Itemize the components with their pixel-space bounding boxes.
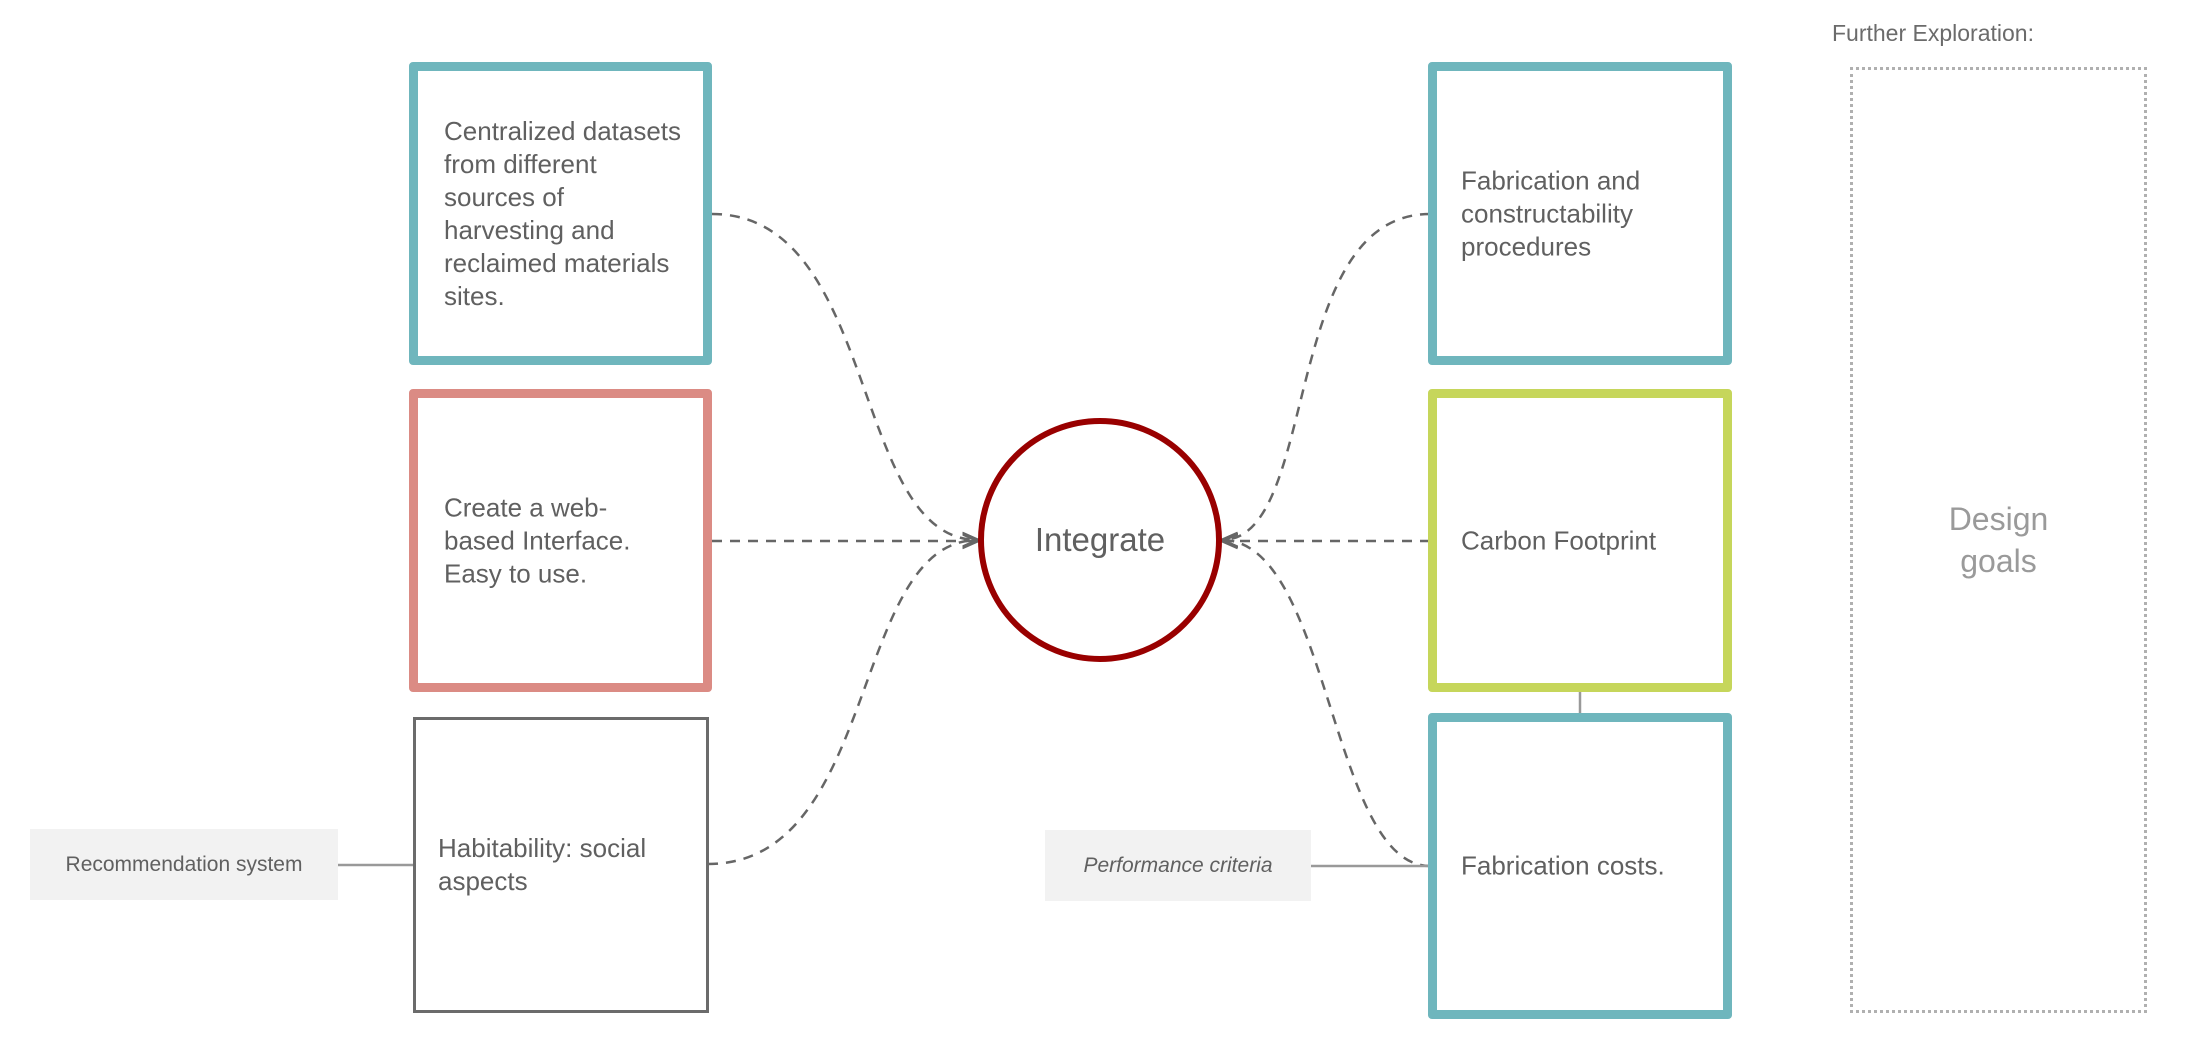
node-web-interface-text: Create a web-based Interface. Easy to us… [444, 492, 631, 588]
node-fabrication-costs-text: Fabrication costs. [1461, 850, 1665, 881]
connector-fabrication-procedures-to-integrate [1222, 212, 1431, 540]
node-web-interface[interactable]: Create a web-based Interface. Easy to us… [409, 389, 712, 692]
node-centralized-datasets[interactable]: Centralized datasets from different sour… [409, 62, 712, 365]
connector-fabrication-costs-to-integrate [1222, 540, 1431, 868]
node-integrate-label: Integrate [1034, 521, 1166, 558]
further-exploration-box[interactable]: Design goals [1850, 67, 2147, 1013]
node-fabrication-procedures-text: Fabrication and constructability procedu… [1461, 165, 1641, 261]
connector-habitability-to-integrate [707, 540, 978, 866]
node-integrate[interactable]: Integrate [978, 418, 1222, 662]
tag-performance-criteria[interactable]: Performance criteria [1045, 830, 1311, 901]
tag-performance-criteria-text: Performance criteria [1083, 853, 1273, 877]
node-habitability[interactable]: Habitability: social aspects [413, 717, 709, 1013]
node-carbon-footprint[interactable]: Carbon Footprint [1428, 389, 1732, 692]
node-fabrication-procedures[interactable]: Fabrication and constructability procedu… [1428, 62, 1732, 365]
connector-centralized-to-integrate [711, 212, 978, 540]
node-fabrication-costs[interactable]: Fabrication costs. [1428, 713, 1732, 1019]
further-exploration-label: Further Exploration: [1832, 20, 2034, 46]
node-carbon-footprint-text: Carbon Footprint [1461, 525, 1657, 555]
design-goals-text: Design goals [1948, 501, 2049, 579]
tag-recommendation-system[interactable]: Recommendation system [30, 829, 338, 900]
tag-recommendation-system-text: Recommendation system [65, 852, 303, 876]
node-centralized-datasets-text: Centralized datasets from different sour… [444, 115, 682, 311]
node-habitability-text: Habitability: social aspects [438, 833, 647, 896]
